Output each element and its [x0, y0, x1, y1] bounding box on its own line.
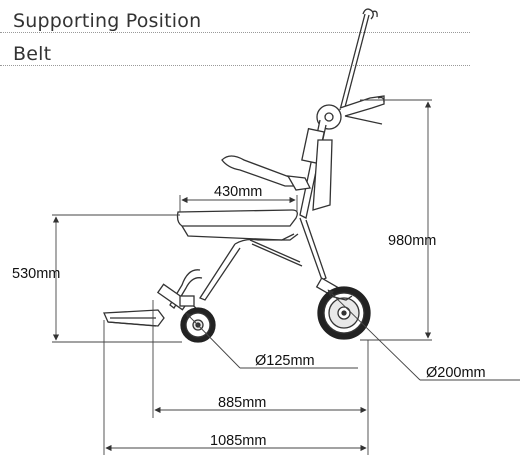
rear-wheel-diameter-label: Ø200mm	[426, 365, 486, 381]
dimension-lines	[52, 99, 520, 455]
wheelchair-drawing	[103, 8, 385, 343]
wheelbase-label: 885mm	[218, 395, 266, 411]
supporting-position-label: Supporting Position	[13, 10, 202, 32]
front-wheel-diameter-label: Ø125mm	[255, 353, 315, 369]
belt-row: Belt	[0, 41, 470, 66]
seat-depth-label: 430mm	[214, 184, 262, 200]
rear-wheel	[317, 286, 371, 340]
overall-height-label: 980mm	[388, 233, 436, 249]
seat-height-label: 530mm	[12, 266, 60, 282]
belt-label: Belt	[13, 43, 52, 65]
overall-length-label: 1085mm	[210, 433, 266, 449]
supporting-position-row: Supporting Position	[0, 8, 470, 33]
